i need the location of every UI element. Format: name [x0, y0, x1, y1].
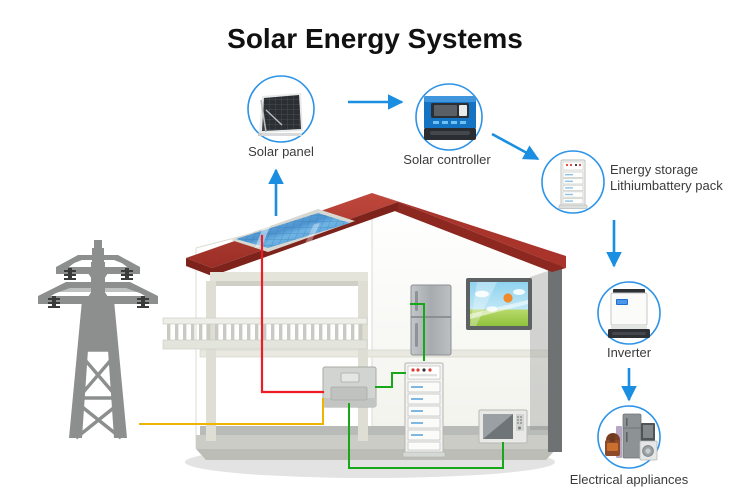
roof-left-edge — [186, 258, 212, 276]
array-cell-grid — [236, 213, 350, 248]
tv-sun-icon — [503, 293, 513, 303]
left-pillar — [206, 281, 216, 441]
cutaway-house — [162, 193, 566, 478]
balcony-lintel — [210, 272, 368, 281]
page-title: Solar Energy Systems — [227, 23, 523, 54]
solar-controller-icon — [424, 96, 476, 140]
power-transmission-tower — [38, 240, 158, 440]
array-glare-2 — [302, 223, 320, 250]
solar-panel-label: Solar panel — [248, 144, 314, 159]
wire-grid-to-inverter — [139, 398, 324, 425]
inverter-icon — [608, 289, 650, 338]
node-solar-panel[interactable]: Solar panel — [247, 75, 315, 159]
node-inverter[interactable]: Inverter — [597, 281, 661, 360]
appliance-fridge-icon — [622, 413, 642, 459]
battery-pack-icon — [558, 159, 588, 209]
upper-room-ceiling — [216, 281, 358, 286]
house-right-frame — [548, 258, 562, 452]
arrow-controller-to-storage — [491, 132, 540, 161]
energy-storage-label-line2: Lithiumbattery pack — [610, 178, 723, 193]
microwave-oven — [478, 409, 528, 444]
wire-battery-to-fridge — [410, 303, 425, 361]
node-solar-controller[interactable]: Solar controller — [403, 83, 491, 167]
solar-panel-icon — [258, 93, 303, 136]
battery-rack-cabinet — [402, 362, 446, 458]
house-base-shadow — [196, 449, 556, 460]
wire-inverter-to-loads — [348, 403, 504, 469]
balcony-handrail — [162, 317, 368, 325]
balcony-deck — [162, 339, 368, 350]
node-energy-storage[interactable]: Energy storage Lithiumbattery pack — [541, 150, 723, 214]
energy-storage-label-line1: Energy storage — [610, 162, 698, 177]
wire-roof-to-inverter — [260, 234, 325, 394]
array-glare-1 — [255, 212, 276, 248]
balcony — [162, 317, 368, 350]
mid-pillar — [358, 281, 368, 441]
interior-floor-lower — [200, 426, 552, 435]
inverter-label: Inverter — [607, 345, 652, 360]
electrical-appliances-label: Electrical appliances — [570, 472, 689, 487]
indoor-inverter-box — [322, 366, 377, 408]
interior-floor-upper — [199, 349, 553, 358]
node-electrical-appliances[interactable]: Electrical appliances — [570, 405, 689, 487]
wall-television — [466, 278, 532, 330]
house-right-inner-shade — [530, 271, 548, 430]
solar-controller-label: Solar controller — [403, 152, 491, 167]
wire-inverter-to-battery — [375, 372, 406, 388]
roof-right-edge — [392, 202, 566, 272]
balcony-balusters — [167, 324, 363, 340]
upper-room-void — [216, 281, 358, 323]
house-base-slab — [196, 435, 556, 449]
refrigerator — [410, 284, 452, 356]
appliances-icon — [605, 413, 658, 461]
